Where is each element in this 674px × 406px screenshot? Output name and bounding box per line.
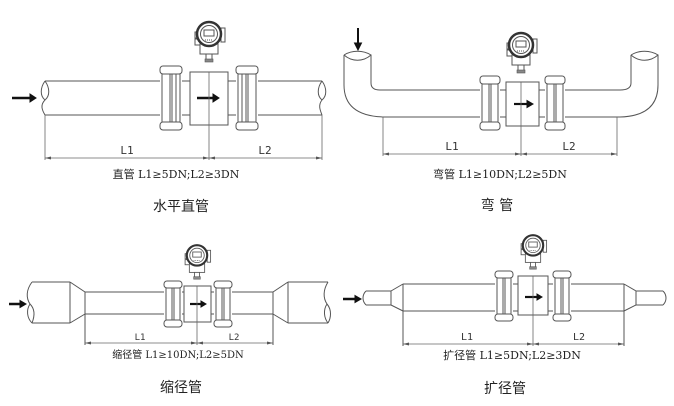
outlet-pipe-large xyxy=(232,281,331,345)
inlet-flange xyxy=(494,270,518,322)
l2-label: L2 xyxy=(562,140,575,153)
l2-label: L2 xyxy=(229,333,240,343)
flowmeter-body xyxy=(183,244,212,323)
flow-arrow-icon xyxy=(9,299,27,309)
panel-expander: L1 L2 扩径管 L1≥5DN;L2≥3DN 扩径管 xyxy=(343,234,667,397)
expander-section xyxy=(402,283,495,346)
outlet-flange xyxy=(539,75,566,131)
inlet-pipe-large xyxy=(26,281,86,324)
inlet-flange xyxy=(163,280,184,328)
flow-arrow-icon xyxy=(343,294,362,304)
outlet-pipe xyxy=(258,80,327,116)
inlet-pipe xyxy=(40,80,160,116)
l1-label: L1 xyxy=(445,140,458,153)
dimension-lines xyxy=(403,276,624,346)
inlet-flange xyxy=(159,65,190,131)
flowmeter-body xyxy=(505,31,540,127)
panel-reducer: L1 L2 缩径管 L1≥10DN;L2≥5DN 缩径管 xyxy=(9,244,331,396)
panel-caption: 扩径管 xyxy=(484,381,526,397)
panel-caption: 水平直管 xyxy=(153,198,209,215)
panel-elbow: L1 L2 弯管 L1≥10DN;L2≥5DN 弯 管 xyxy=(343,28,659,214)
outlet-flange xyxy=(548,270,572,322)
inlet-elbow-pipe xyxy=(343,50,480,118)
dimension-lines xyxy=(382,82,618,156)
outlet-flange xyxy=(211,280,233,328)
length-requirement: 缩径管 L1≥10DN;L2≥5DN xyxy=(112,348,244,361)
l2-label: L2 xyxy=(573,332,585,343)
outlet-flange xyxy=(228,65,259,131)
reducer-section xyxy=(84,291,164,345)
outlet-pipe-small xyxy=(571,283,667,346)
dimension-lines xyxy=(44,72,323,160)
length-requirement: 弯管 L1≥10DN;L2≥5DN xyxy=(433,167,567,181)
inlet-pipe-small xyxy=(362,283,404,312)
l1-label: L1 xyxy=(120,144,133,157)
length-requirement: 直管 L1≥5DN;L2≥3DN xyxy=(113,167,240,181)
l1-label: L1 xyxy=(135,333,146,343)
panel-horizontal-straight: L1 L2 直管 L1≥5DN;L2≥3DN 水平直管 xyxy=(12,20,327,215)
dimension-lines xyxy=(85,286,273,345)
outlet-elbow-pipe xyxy=(565,50,659,118)
l1-label: L1 xyxy=(461,332,473,343)
panel-caption: 缩径管 xyxy=(160,380,202,396)
flow-arrow-icon xyxy=(12,93,37,103)
panel-caption: 弯 管 xyxy=(481,197,513,214)
inlet-flange xyxy=(479,75,506,131)
flow-arrow-icon xyxy=(353,28,363,52)
l2-label: L2 xyxy=(258,144,271,157)
length-requirement: 扩径管 L1≥5DN;L2≥3DN xyxy=(443,348,581,362)
